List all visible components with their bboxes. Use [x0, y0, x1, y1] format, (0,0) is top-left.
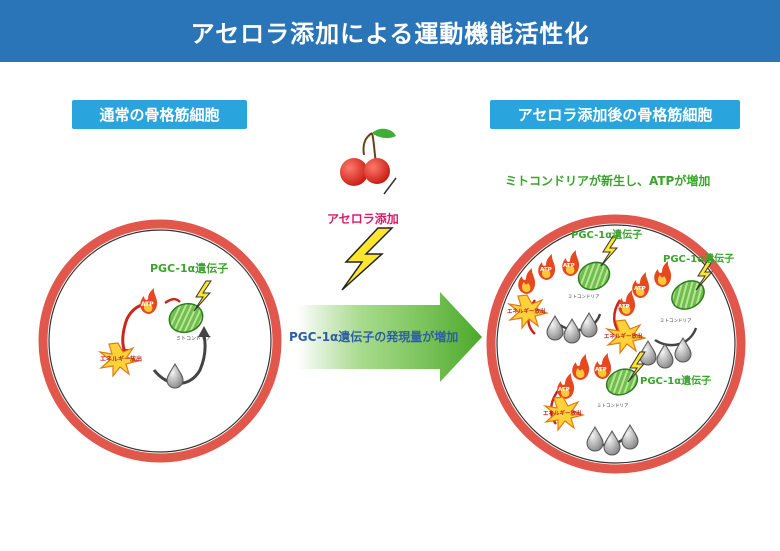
svg-text:ATP: ATP — [540, 267, 552, 273]
acerola-cell: ATP ATP ミトコンドリア PGC-1α遺伝子 エネルギー放出 ATP AT… — [491, 219, 741, 469]
gene-label-bottom: PGC-1α遺伝子 — [640, 374, 711, 387]
svg-text:ATP: ATP — [558, 387, 570, 393]
normal-cell: ATP ミトコンドリア PGC-1α遺伝子 エネルギー放出 — [43, 224, 277, 458]
svg-text:エネルギー放出: エネルギー放出 — [507, 307, 546, 315]
svg-text:エネルギー放出: エネルギー放出 — [543, 409, 582, 417]
energy-label: エネルギー放出 — [100, 355, 142, 363]
svg-text:エネルギー放出: エネルギー放出 — [604, 332, 643, 340]
svg-text:ATP: ATP — [595, 367, 607, 373]
atp-label: ATP — [141, 301, 154, 308]
normal-cell-membrane — [43, 224, 277, 458]
svg-text:ミトコンドリア: ミトコンドリア — [597, 403, 629, 409]
svg-text:ミトコンドリア: ミトコンドリア — [660, 318, 692, 324]
acerola-cherry-icon — [340, 129, 396, 186]
svg-text:ミトコンドリア: ミトコンドリア — [568, 294, 600, 300]
svg-text:ATP: ATP — [618, 304, 630, 310]
acerola-lightning-icon — [342, 178, 396, 290]
arrow-text: PGC-1α遺伝子の発現量が増加 — [289, 329, 458, 344]
gene-label-top: PGC-1α遺伝子 — [571, 228, 642, 241]
svg-text:ATP: ATP — [563, 263, 575, 269]
mito-label: ミトコンドリア — [176, 336, 211, 342]
gene-label: PGC-1α遺伝子 — [150, 261, 228, 275]
gene-label-right: PGC-1α遺伝子 — [663, 252, 734, 265]
svg-text:ATP: ATP — [634, 286, 646, 292]
